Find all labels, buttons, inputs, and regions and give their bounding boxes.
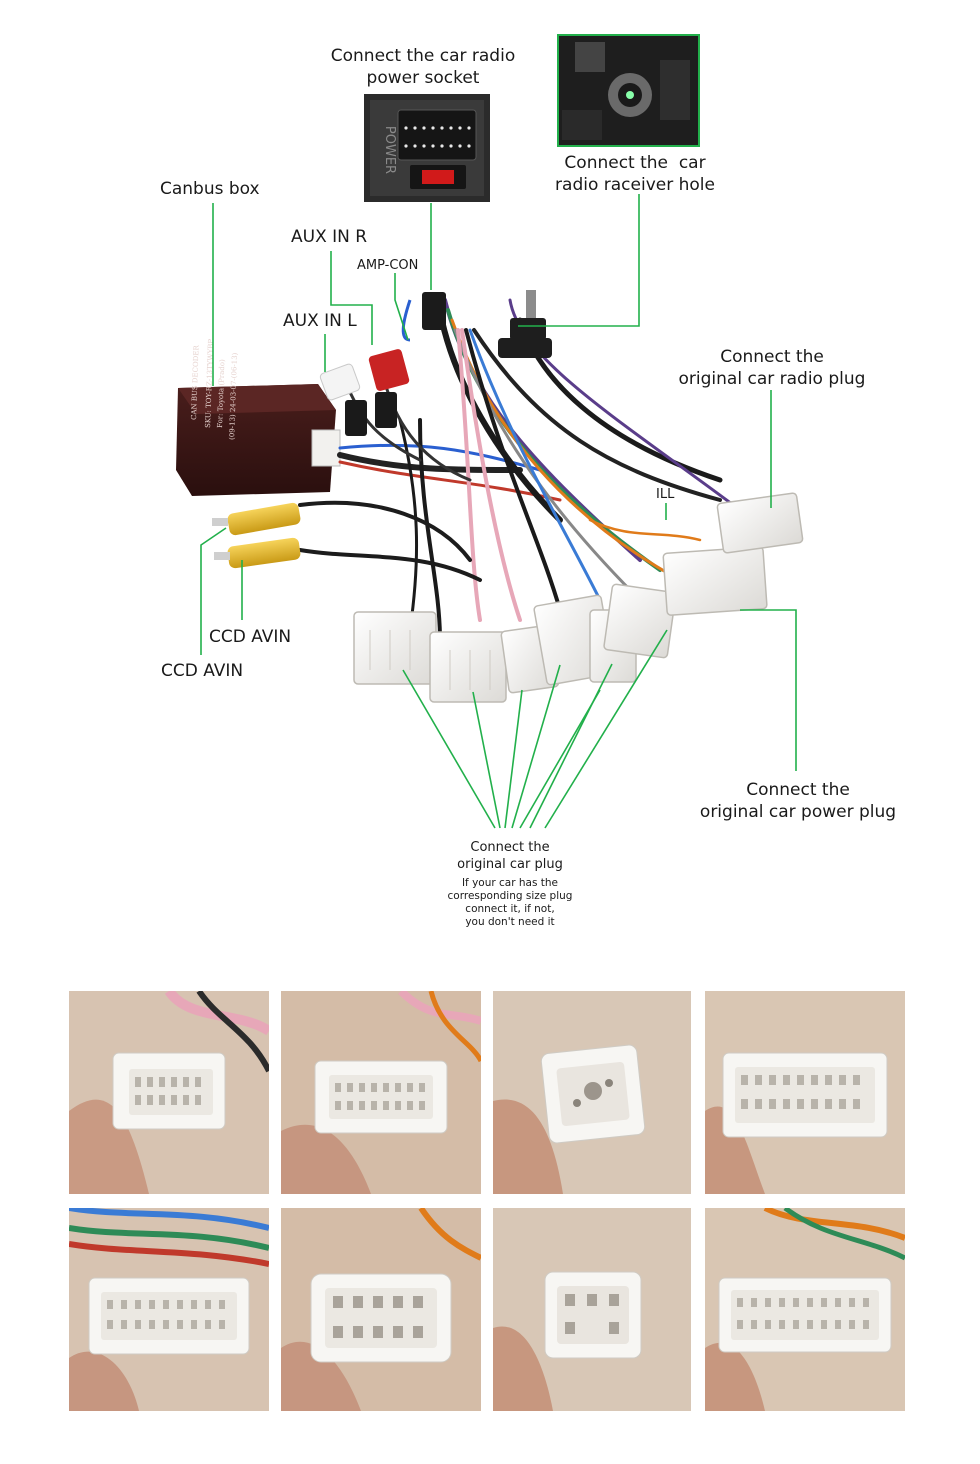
power-socket-photo: POWER: [364, 94, 490, 202]
label-original-power-plug-text: Connect the original car power plug: [699, 780, 897, 822]
antenna-plug: [498, 290, 552, 358]
plug-photo-1: [69, 991, 269, 1194]
label-original-car-plug-note-text: If your car has the corresponding size p…: [447, 877, 573, 928]
label-power-socket-text: Connect the car radio power socket: [330, 46, 516, 88]
box-text-line4: (09-13) 24-03-07-(06-13): [228, 352, 239, 440]
wiring-diagram: POWER CAN BUS DECODER SKU: TOY-RZ-13TYWY…: [160, 34, 900, 929]
receiver-hole-photo: [557, 34, 700, 147]
label-ccd-avin-1: CCD AVIN: [209, 627, 292, 647]
amp-con-plug: [401, 292, 446, 342]
harness-illustration: POWER CAN BUS DECODER SKU: TOY-RZ-13TYWY…: [176, 34, 804, 829]
plug-photo-2: [281, 991, 481, 1194]
label-original-power-plug: Connect the original car power plug: [696, 779, 900, 823]
label-ill: ILL: [656, 487, 675, 502]
plug-photo-7: [493, 1208, 691, 1411]
label-original-car-plug: Connect the original car plug: [430, 839, 590, 873]
label-receiver-hole-text: Connect the car radio raceiver hole: [555, 153, 715, 195]
box-text-line2: SKU: TOY-RZ-13TYWYBP: [204, 339, 215, 429]
plug-photo-6: [281, 1208, 481, 1411]
wire-bundle: [298, 297, 742, 642]
box-text-line1: CAN BUS DECODER: [190, 344, 201, 420]
ccd-rca-plugs: [212, 502, 301, 569]
white-plugs: [353, 492, 804, 703]
label-original-car-plug-note: If your car has the corresponding size p…: [430, 877, 590, 929]
label-original-car-plug-text: Connect the original car plug: [457, 840, 563, 872]
label-original-radio-plug-text: Connect the original car radio plug: [678, 347, 866, 389]
plug-photo-5: [69, 1208, 269, 1411]
label-receiver-hole: Connect the car radio raceiver hole: [545, 152, 725, 196]
label-amp-con: AMP-CON: [357, 258, 419, 273]
box-text-line3: For: Toyota (Prado): [216, 359, 226, 428]
label-original-radio-plug: Connect the original car radio plug: [670, 346, 874, 390]
leader-lines: [200, 194, 797, 829]
plug-photo-3: [493, 991, 691, 1194]
label-power-socket: Connect the car radio power socket: [323, 45, 523, 89]
label-aux-in-l: AUX IN L: [283, 311, 357, 331]
canbus-box-device: CAN BUS DECODER SKU: TOY-RZ-13TYWYBP For…: [176, 339, 341, 496]
power-socket-text: POWER: [382, 126, 397, 174]
plug-photo-8: [705, 1208, 905, 1411]
label-aux-in-r: AUX IN R: [291, 227, 368, 247]
label-ccd-avin-2: CCD AVIN: [161, 661, 244, 681]
plug-photo-4: [705, 991, 905, 1194]
label-canbus-box: Canbus box: [160, 179, 260, 199]
aux-rca-plugs: [319, 349, 410, 436]
